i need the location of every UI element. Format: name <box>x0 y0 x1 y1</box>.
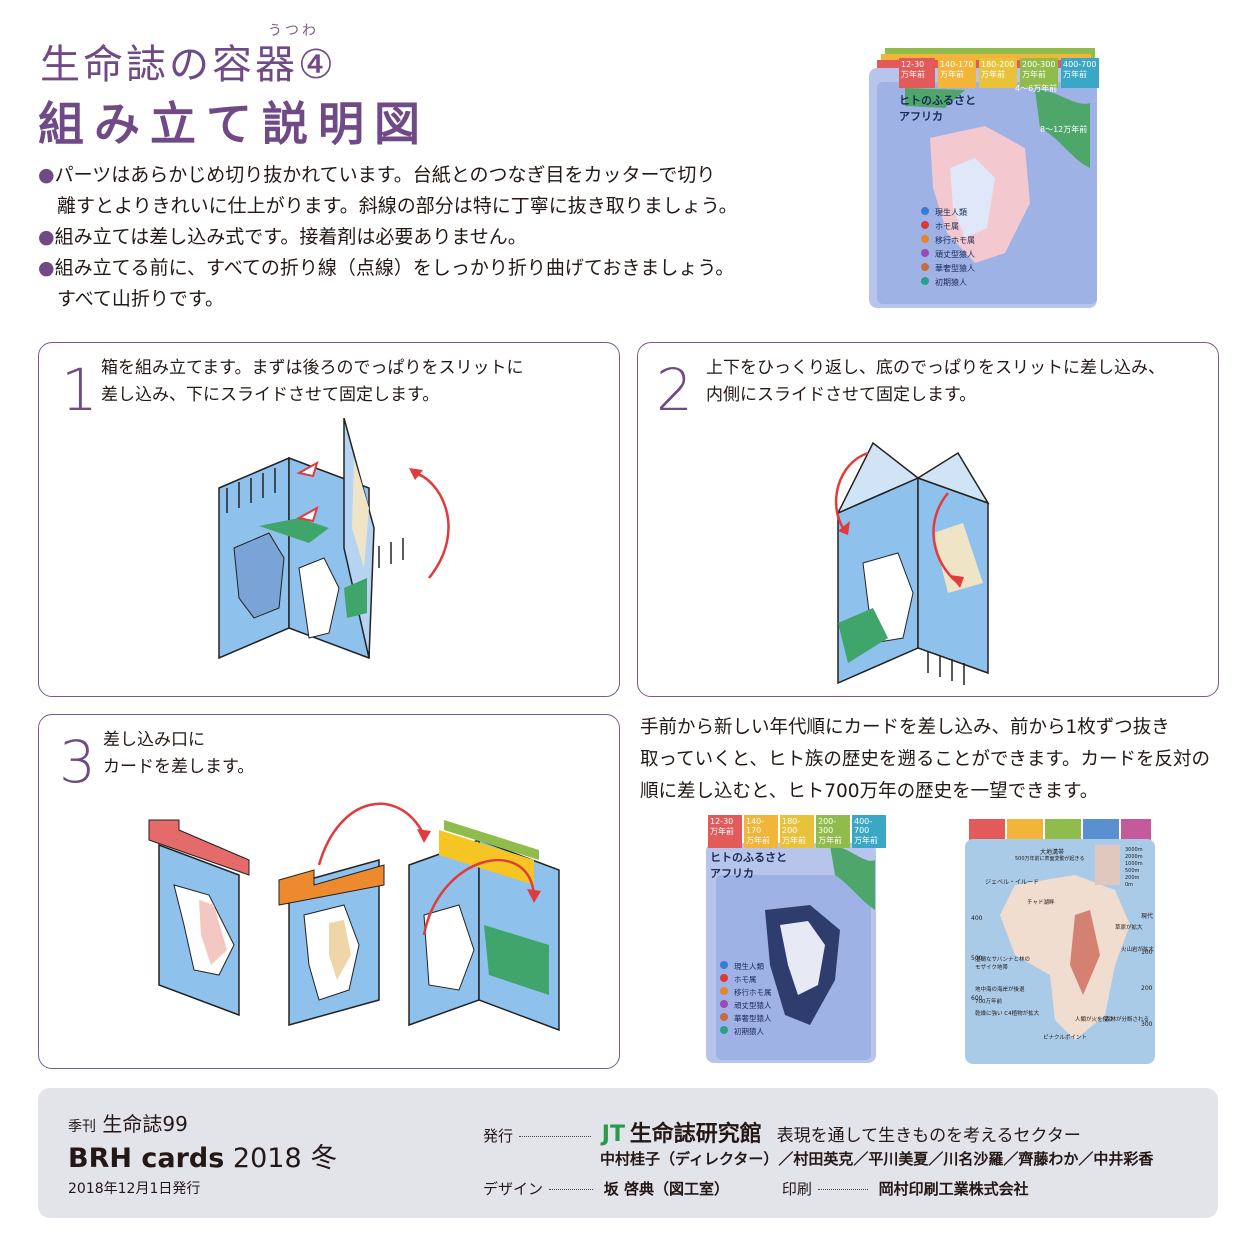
map-label: チャド湖畔 <box>1027 900 1055 906</box>
card-tab: 180-200 万年前 <box>780 815 814 848</box>
map-label: 700万年前 <box>975 999 1002 1005</box>
credits: 中村桂子（ディレクター）／村田英克／平川美夏／川名沙羅／齊藤わか／中井彩香 <box>600 1150 1154 1168</box>
step-text: 差し込み口に カードを差します。 <box>103 730 255 777</box>
photo-tab: 12-30 万年前 <box>899 58 935 88</box>
issue-date: 2018年12月1日発行 <box>68 1181 201 1197</box>
photo-legend: 現生人類ホモ属 移行ホモ属頑丈型猿人 華奢型猿人初期猿人 <box>935 208 975 287</box>
photo-card-title-2: アフリカ <box>899 110 943 123</box>
photo-tab: 140-170 万年前 <box>938 58 976 88</box>
photo-card-title: ヒトのふるさと <box>899 94 976 107</box>
front-card-legend: 現生人類ホモ属 移行ホモ属頑丈型猿人 華奢型猿人初期猿人 <box>734 962 772 1036</box>
map-label: 森林が分断される <box>1105 1017 1150 1023</box>
step-3-panel: 3 差し込み口に カードを差します。 <box>38 714 620 1069</box>
step-2-illustration <box>834 441 990 685</box>
step-1-illustration <box>218 418 450 660</box>
step-text: 上下をひっくり返し、底のでっぱりをスリットに差し込み、 内側にスライドさせて固定… <box>706 358 1165 405</box>
map-subheader: 500万年前に表面変動が起きる <box>1015 856 1085 862</box>
photo-tab: 180-200 万年前 <box>979 58 1017 88</box>
bullet-item-cont: 離すとよりきれいに仕上がります。斜線の部分は特に丁寧に抜き取りましょう。 <box>57 195 738 217</box>
title-ruby: うつわ <box>268 23 319 39</box>
bullet-dot-icon: ● <box>38 226 55 248</box>
photo-tabs: 12-30 万年前 140-170 万年前 180-200 万年前 200-30… <box>899 58 1099 88</box>
bullet-item: ●パーツはあらかじめ切り抜かれています。台紙とのつなぎ目をカッターで切り <box>38 164 716 186</box>
assembled-container-photo: 12-30 万年前 140-170 万年前 180-200 万年前 200-30… <box>855 28 1115 318</box>
card-tab: 400-700 万年前 <box>852 815 886 848</box>
step-1-panel: 1 箱を組み立てます。まずは後ろのでっぱりをスリットに 差し込み、下にスライドさ… <box>38 342 620 697</box>
card-usage-text: 手前から新しい年代順にカードを差し込み、前から1枚ずつ抜き 取っていくと、ヒト族… <box>640 717 1210 802</box>
publisher-line: 発行 JT 生命誌研究館 表現を通して生きものを考えるセクター <box>483 1122 1081 1147</box>
photo-tab: 400-700 万年前 <box>1061 58 1099 88</box>
photo-arrow-label: 4〜6万年前 <box>1015 84 1058 93</box>
map-label: 人類が火を使う <box>1075 1017 1114 1023</box>
map-label: 草原が拡大 <box>1115 925 1143 931</box>
front-card-title: ヒトのふるさと <box>710 851 787 864</box>
map-label: ピナクルポイント <box>1043 1035 1087 1041</box>
bullet-item-cont: すべて山折りです。 <box>57 288 225 310</box>
step-2-panel: 2 上下をひっくり返し、底のでっぱりをスリットに差し込み、 内側にスライドさせて… <box>637 342 1219 697</box>
front-card-title-2: アフリカ <box>710 867 754 880</box>
photo-tab: 200-300 万年前 <box>1020 58 1058 88</box>
page-subtitle: 生命誌の容器④ <box>40 42 337 88</box>
magazine-line: 季刊 生命誌99 <box>68 1112 188 1136</box>
bullet-dot-icon: ● <box>38 164 55 186</box>
map-label: 湿潤なサバンナと林の モザイク地帯 <box>975 957 1031 971</box>
map-axis-right: 現代 100 200 300 <box>1141 913 1154 1028</box>
step-text: 箱を組み立てます。まずは後ろのでっぱりをスリットに 差し込み、下にスライドさせて… <box>101 358 524 405</box>
card-tab: 12-30 万年前 <box>708 815 742 848</box>
colophon: 季刊 生命誌99 BRH cards 2018 冬 2018年12月1日発行 発… <box>38 1088 1218 1218</box>
map-header: 大地溝帯 <box>1040 849 1065 856</box>
jt-logo: JT <box>601 1122 625 1147</box>
design-line: デザイン 坂 啓典（図工室） 印刷 岡村印刷工業株式会社 <box>483 1180 1029 1198</box>
front-card-photo: 12-30 万年前 140-170 万年前 180-200 万年前 200-30… <box>690 815 890 1070</box>
map-label: ジェベル・イルード <box>985 879 1040 886</box>
step-number: 3 <box>59 728 96 796</box>
step-number: 1 <box>61 356 98 424</box>
page-title: 組み立て説明図 <box>38 97 430 151</box>
front-card-tabs: 12-30 万年前 140-170 万年前 180-200 万年前 200-30… <box>708 815 888 848</box>
step-number: 2 <box>656 356 693 424</box>
card-tab: 140-170 万年前 <box>744 815 778 848</box>
bullet-item: ●組み立ては差し込み式です。接着剤は必要ありません。 <box>38 226 527 248</box>
photo-arrow-label: 8〜12万年前 <box>1040 125 1088 134</box>
brand-line: BRH cards 2018 冬 <box>68 1143 338 1174</box>
bullet-dot-icon: ● <box>38 257 55 279</box>
map-label: 乾燥に強い C4植物が拡大 <box>975 1011 1040 1017</box>
map-label: 火山岩が拡大 <box>1121 947 1155 953</box>
bullet-item: ●組み立てる前に、すべての折り線（点線）をしっかり折り曲げておきましょう。 <box>38 257 735 279</box>
map-axis-left: 400 500 600 <box>971 915 983 1002</box>
step-3-illustration <box>148 802 560 1032</box>
instructions-list: ●パーツはあらかじめ切り抜かれています。台紙とのつなぎ目をカッターで切り 離すと… <box>38 160 798 315</box>
map-label: 地中海の海岸が後退 <box>975 987 1025 993</box>
card-tab: 200-300 万年前 <box>816 815 850 848</box>
